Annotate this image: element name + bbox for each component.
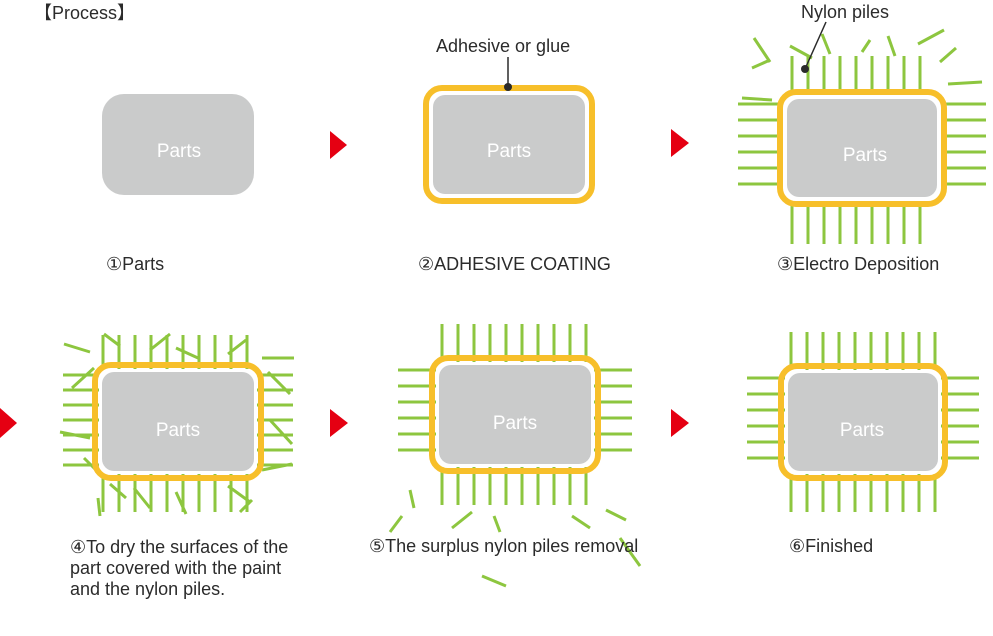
step-caption: ④To dry the surfaces of the part covered… [70, 537, 289, 599]
part-shape [787, 99, 937, 197]
removed-piles [388, 489, 642, 588]
nylon-callout-dot [801, 65, 809, 73]
arrow-right-icon [330, 131, 347, 159]
arrow-right-icon [671, 409, 689, 437]
nylon-pile [618, 537, 642, 567]
step-caption: ③Electro Deposition [777, 254, 940, 274]
step-caption: ⑥Finished [789, 536, 874, 556]
part-label: Parts [840, 420, 884, 441]
arrow-right-icon [330, 409, 348, 437]
adhesive-layer [777, 89, 947, 207]
nylon-pile [752, 37, 772, 63]
callout-nylon-label: Nylon piles [801, 2, 890, 22]
part-shape [433, 95, 585, 194]
arrow-right-icon [0, 408, 17, 438]
nylon-pile [227, 338, 247, 356]
nylon-pile [741, 96, 773, 102]
nylon-pile [59, 430, 91, 440]
nylon-pile [174, 491, 188, 515]
nylon-pile [268, 418, 294, 446]
nylon-pile [132, 487, 152, 509]
nylon-pile [408, 489, 416, 509]
step-1-graphic: Parts [102, 94, 254, 195]
nylon-pile [605, 508, 627, 522]
step-caption: ①Parts [106, 254, 165, 274]
callout-adhesive-label: Adhesive or glue [436, 36, 571, 56]
nylon-pile [175, 346, 199, 360]
part-label: Parts [157, 141, 201, 162]
nylon-pile [227, 484, 251, 504]
adhesive-callout-dot [504, 83, 512, 91]
nylon-pile [917, 28, 945, 46]
step-2-graphic: Parts [423, 57, 595, 204]
arrow-right-icon [671, 129, 689, 157]
step-5-graphic: Parts [388, 324, 642, 588]
nylon-pile [939, 46, 957, 64]
nylon-pile [149, 332, 171, 352]
step-3-graphic: Parts [738, 21, 986, 244]
nylon-piles-random [738, 28, 986, 244]
nylon-pile [751, 58, 771, 70]
nylon-pile [388, 515, 404, 533]
nylon-pile [886, 35, 897, 57]
nylon-pile [571, 514, 591, 530]
nylon-pile [789, 44, 813, 60]
nylon-pile [492, 515, 502, 533]
part-shape [102, 94, 254, 195]
nylon-pile [63, 342, 91, 354]
part-label: Parts [843, 145, 887, 166]
part-shape [788, 373, 938, 471]
adhesive-layer [778, 363, 948, 481]
part-label: Parts [156, 420, 200, 441]
adhesive-layer [92, 362, 264, 481]
part-label: Parts [487, 141, 531, 162]
nylon-pile [947, 80, 983, 86]
nylon-pile [70, 366, 96, 390]
step-4-graphic: Parts [59, 332, 294, 517]
nylon-pile [481, 574, 507, 588]
nylon-pile [103, 332, 121, 348]
nylon-pile [266, 370, 292, 396]
step-6-graphic: Parts [747, 332, 979, 512]
step-caption: ②ADHESIVE COATING [418, 254, 611, 274]
part-shape [102, 372, 254, 471]
part-shape [439, 365, 591, 464]
step-caption: ⑤The surplus nylon piles removal [369, 536, 639, 556]
nylon-pile [451, 510, 473, 530]
nylon-pile [820, 33, 832, 55]
part-label: Parts [493, 413, 537, 434]
page-title: 【Process】 [34, 3, 136, 23]
nylon-pile [238, 498, 254, 514]
nylon-pile [261, 462, 293, 472]
nylon-pile [109, 482, 127, 500]
adhesive-layer [429, 355, 601, 474]
nylon-pile [860, 39, 872, 53]
nylon-callout-line [804, 21, 827, 70]
nylon-pile [96, 497, 102, 517]
